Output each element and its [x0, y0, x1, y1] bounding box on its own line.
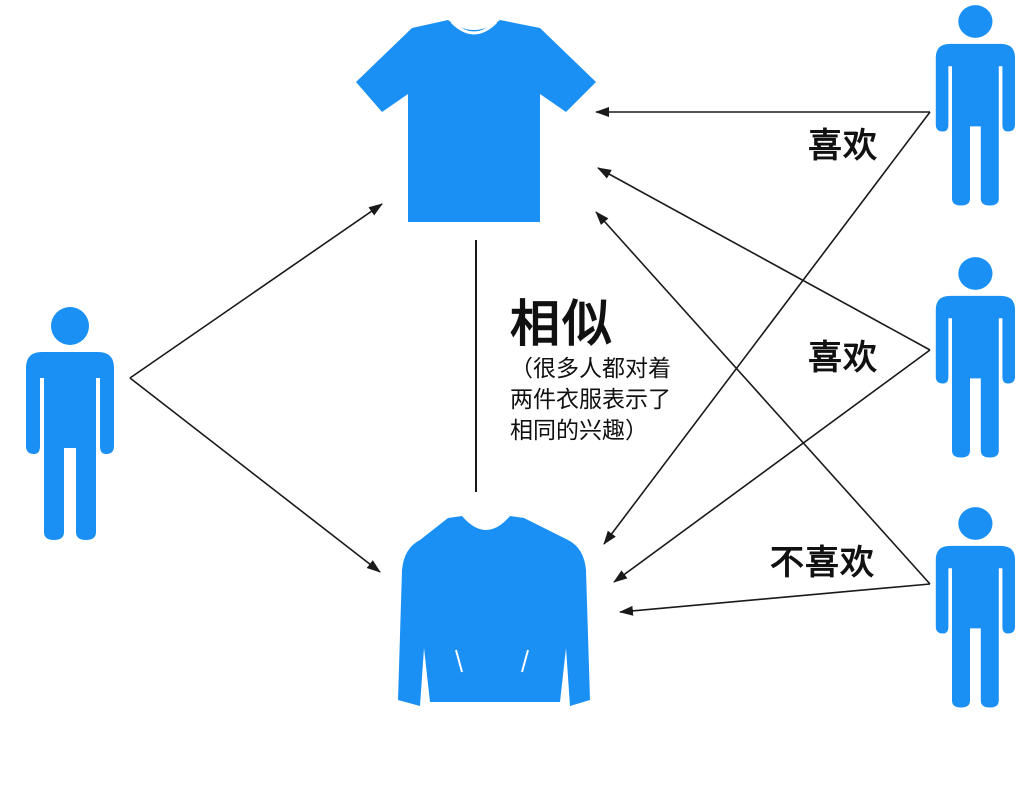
person-icon	[935, 5, 1015, 206]
person-icon	[935, 507, 1015, 708]
edges-right-users	[595, 107, 931, 616]
edge-user2-to-hoodie	[613, 349, 931, 583]
similarity-title: 相似	[510, 295, 614, 353]
edge-user3-to-hoodie	[619, 583, 931, 616]
edge-label-like: 喜欢	[808, 338, 878, 378]
tshirt-icon	[356, 20, 596, 222]
edge-label-like: 喜欢	[808, 126, 878, 166]
edge-user1-to-hoodie	[603, 111, 931, 545]
hoodie-icon	[398, 514, 590, 706]
edge-left-to-tshirt	[129, 203, 383, 379]
similarity-note-line: 相同的兴趣）	[510, 418, 648, 444]
person-icon	[26, 307, 114, 540]
edge-user2-to-tshirt	[597, 167, 931, 351]
edge-left-to-hoodie	[129, 377, 381, 573]
similarity-note: （很多人都对着 两件衣服表示了 相同的兴趣）	[510, 354, 671, 447]
edge-label-dislike: 不喜欢	[770, 543, 875, 583]
edge-user3-to-tshirt	[595, 211, 931, 585]
person-icon	[935, 257, 1015, 458]
similarity-note-line: （很多人都对着	[510, 356, 671, 382]
similarity-note-line: 两件衣服表示了	[510, 387, 671, 413]
edges-left-user	[129, 203, 383, 573]
